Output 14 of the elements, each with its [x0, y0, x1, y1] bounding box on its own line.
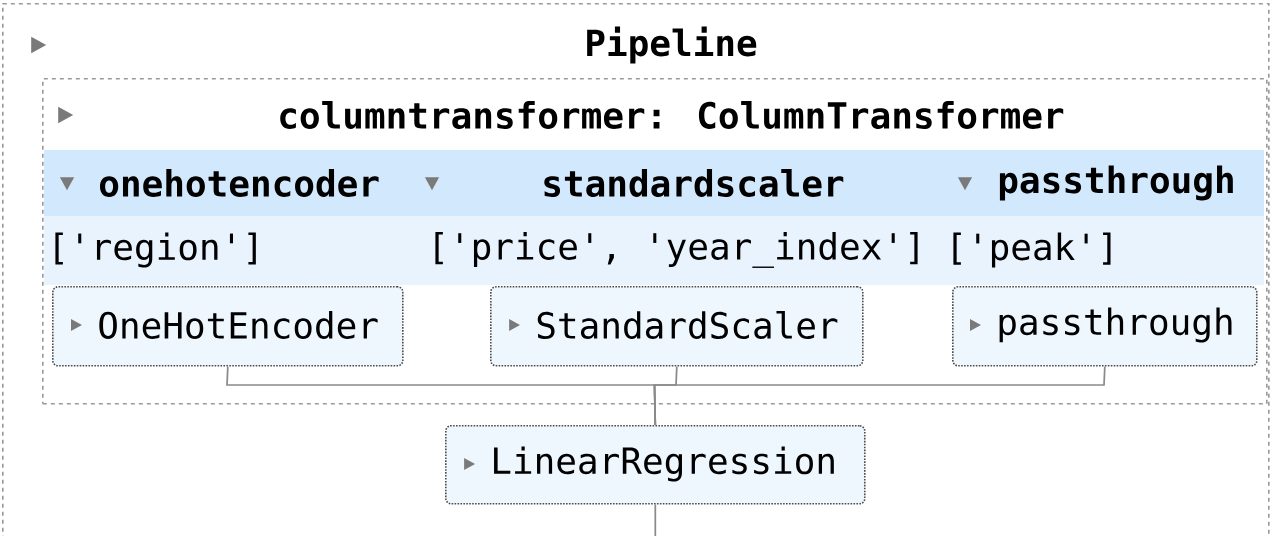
estimator-box: StandardScaler [490, 286, 864, 367]
column-header: standardscaler [415, 150, 945, 216]
column-list: ['price', 'year_index'] [415, 216, 945, 285]
column-list: ['peak'] [945, 216, 1264, 285]
connector-line [653, 365, 1106, 426]
connector-line [654, 503, 657, 536]
column-header: onehotencoder [44, 150, 415, 216]
estimator-box: OneHotEncoder [52, 286, 404, 367]
estimator-box: LinearRegression [445, 425, 866, 505]
box-title: columntransformer: ColumnTransformer [280, 101, 1064, 129]
column-header: passthrough [945, 150, 1264, 216]
box-title: Pipeline [587, 26, 757, 64]
column-list: ['region'] [44, 216, 415, 285]
estimator-box: passthrough [952, 286, 1258, 367]
